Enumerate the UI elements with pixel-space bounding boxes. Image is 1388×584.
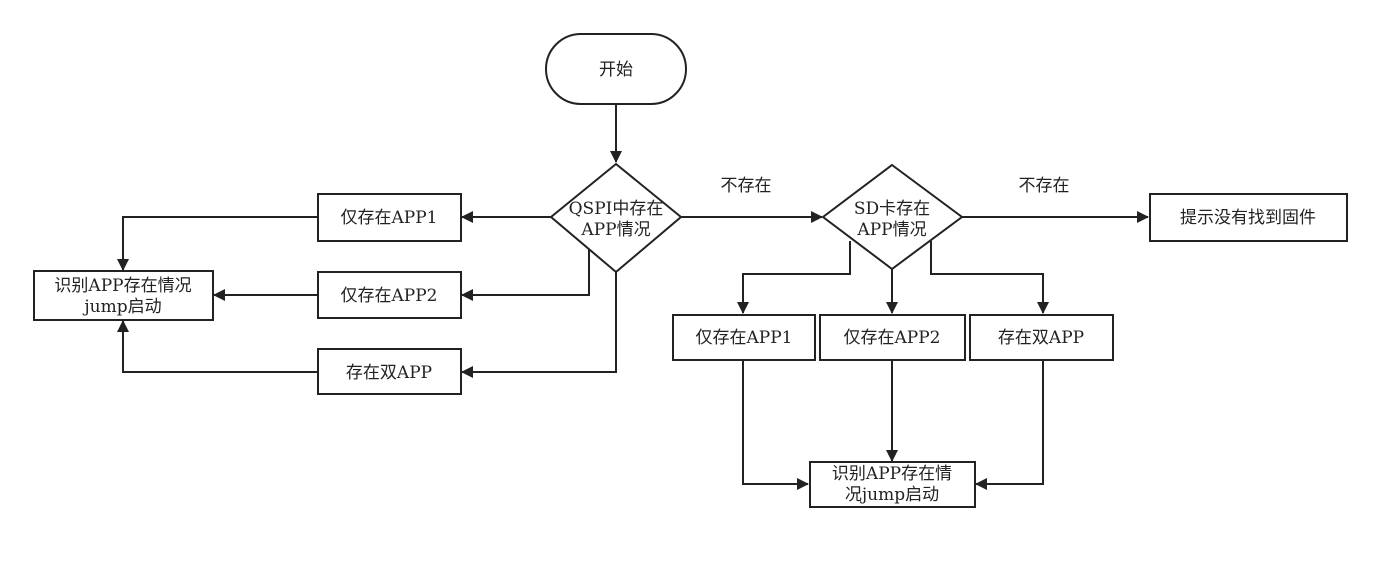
sd-dual-box: 存在双APP [969,314,1114,361]
not-found-label: 提示没有找到固件 [1180,208,1316,228]
left-app2-label: 仅存在APP2 [341,286,438,306]
start-node: 开始 [545,33,687,105]
sd-identify-line-1: 识别APP存在情 [832,464,952,484]
sd-app1-label: 仅存在APP1 [696,328,793,348]
sd-identify-line-2: 况jump启动 [845,485,939,505]
edge-qspi-to-left-dual [461,272,617,378]
sd-app1-box: 仅存在APP1 [672,314,816,361]
left-identify-box: 识别APP存在情况 jump启动 [33,270,214,321]
edge-left-dual-to-identify [117,320,318,373]
connectors [117,104,1149,490]
sd-app2-box: 仅存在APP2 [819,314,966,361]
left-dual-label: 存在双APP [346,363,432,383]
edge-sd-app1-to-identify [742,360,809,490]
sd-identify-box: 识别APP存在情 况jump启动 [809,461,976,508]
qspi-decision: QSPI中存在 APP情况 [549,162,683,274]
left-dual-box: 存在双APP [317,348,462,395]
left-app2-box: 仅存在APP2 [317,271,462,319]
sd-dual-label: 存在双APP [998,328,1084,348]
qspi-decision-line-1: QSPI中存在 [569,199,664,219]
edge-sd-dual-to-identify [975,360,1044,490]
left-identify-line-2: jump启动 [82,297,161,317]
left-app1-label: 仅存在APP1 [341,208,438,228]
start-label: 开始 [599,60,633,80]
edge-qspi-to-left-app2 [461,246,590,301]
qspi-decision-line-2: APP情况 [580,220,650,240]
edge-label-qspi-not-exist: 不存在 [721,176,772,196]
sd-decision-line-2: APP情况 [856,220,926,240]
left-app1-box: 仅存在APP1 [317,193,462,242]
sd-app2-label: 仅存在APP2 [844,328,941,348]
edge-sd-to-dual [930,241,1049,314]
left-identify-line-1: 识别APP存在情况 [54,276,191,296]
edge-label-sd-not-exist: 不存在 [1019,176,1070,196]
sd-decision-line-1: SD卡存在 [854,199,930,219]
edge-sd-to-app1 [737,241,851,314]
not-found-box: 提示没有找到固件 [1149,193,1348,242]
edge-left-app1-to-identify [117,216,318,271]
sd-decision: SD卡存在 APP情况 [821,163,964,271]
